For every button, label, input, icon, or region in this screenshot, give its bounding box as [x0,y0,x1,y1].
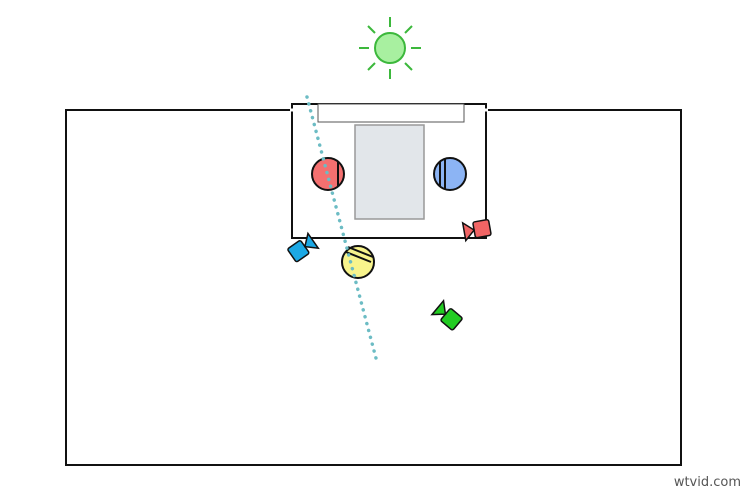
window [317,103,465,123]
camera-icon[interactable] [430,299,463,332]
backdrop [354,124,425,220]
camera-icon[interactable] [461,218,492,243]
light-icon[interactable] [341,245,375,279]
watermark: wtvid.com [673,475,741,490]
camera-path [305,95,379,364]
sun-icon [359,17,421,79]
camera-icon[interactable] [287,231,320,263]
light-icon[interactable] [433,157,467,191]
